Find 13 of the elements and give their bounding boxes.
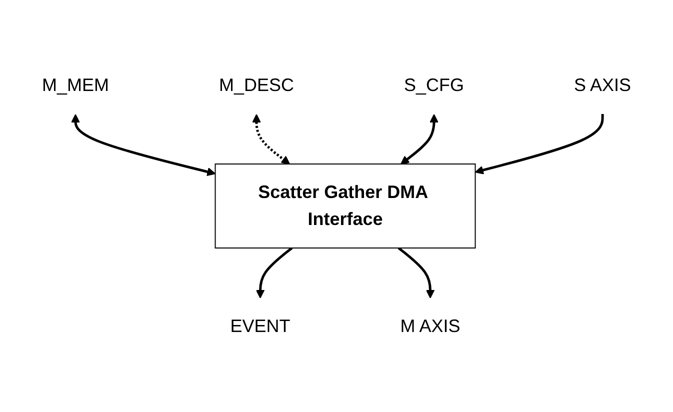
arrow	[252, 114, 290, 164]
node-text: S AXIS	[574, 75, 632, 95]
arrow	[71, 114, 216, 176]
node-box: Scatter Gather DMA Interface	[214, 164, 476, 248]
node-text: EVENT	[230, 316, 290, 336]
node-text: M AXIS	[400, 316, 460, 336]
arrow	[398, 247, 435, 298]
node-text: M_DESC	[218, 75, 294, 95]
arrow	[400, 114, 438, 164]
arrow	[474, 114, 604, 174]
arrow	[256, 247, 293, 298]
node-text: S_CFG	[404, 75, 464, 95]
node-text: M_MEM	[42, 75, 109, 95]
